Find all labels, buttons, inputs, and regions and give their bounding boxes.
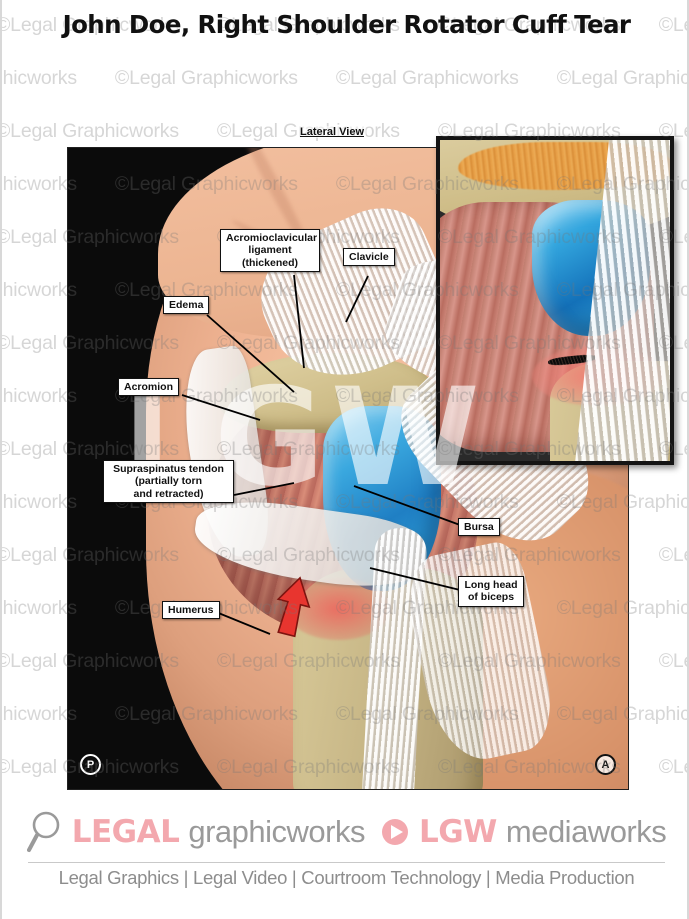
callout-line: Acromioclavicular [226,232,318,244]
callout-bursa: Bursa [458,518,500,537]
callout-line: Humerus [168,604,214,616]
watermark-text: ©Legal Graphicworks [556,67,687,89]
callout-acromioclavicular-ligament: Acromioclavicular ligament (thickened) [220,229,320,273]
orientation-label-a: A [601,758,610,771]
callout-line: Supraspinatus tendon [113,463,224,475]
watermark-text: ©Legal Graphicworks [658,650,687,672]
orientation-label-p: P [86,758,95,771]
callout-line: Bursa [464,521,494,533]
brand-mediaworks-word: mediaworks [505,814,667,849]
watermark-text: ©Legal Graphicworks [114,67,298,89]
watermark-text: ©Legal Graphicworks [658,756,687,778]
footer-tagline: Legal Graphics | Legal Video | Courtroom… [58,867,635,888]
footer: LEGAL graphicworks LGW mediaworks Legal … [2,799,687,919]
watermark-text: ©Legal Graphicworks [2,491,77,513]
play-button-icon [381,819,408,845]
callout-acromion: Acromion [118,378,180,397]
callout-line: Acromion [124,381,174,393]
brand-graphicworks-word: graphicworks [188,814,365,849]
brand-logo-row: LEGAL graphicworks LGW mediaworks [2,803,687,861]
callout-humerus: Humerus [162,601,220,620]
callout-line: Clavicle [349,251,389,263]
orientation-marker-anterior: A [595,754,616,775]
watermark-text: ©Legal Graphicworks [2,703,77,725]
watermark-text: ©Legal Graphicworks [2,173,77,195]
watermark-row: ©Legal Graphicworks ©Legal Graphicworks ©L… [2,67,687,90]
watermark-text: ©Legal Graphicworks [658,544,687,566]
callout-line: (partially torn [134,475,203,488]
callout-edema: Edema [163,296,210,315]
watermark-text: ©Legal Graphicworks [335,67,519,89]
watermark-text: ©Legal Graphicworks [2,597,77,619]
callout-line: and retracted) [133,487,204,500]
callout-line: Edema [169,299,204,311]
orientation-marker-posterior: P [80,754,101,775]
callout-clavicle: Clavicle [343,248,395,267]
watermark-text: ©Legal Graphicworks [2,385,77,407]
view-caption: Lateral View [298,126,366,138]
callout-line: of biceps [467,591,515,604]
brand-lgw-word: LGW [418,814,497,850]
tear-arrow-icon [276,576,311,638]
watermark-text: ©Legal Graphicworks [2,279,77,301]
callout-supraspinatus-tendon: Supraspinatus tendon (partially torn and… [103,460,234,504]
callout-long-head-of-biceps: Long head of biceps [458,576,524,607]
inset-magnified-view [436,136,674,465]
footer-divider [28,862,665,863]
page-title: John Doe, Right Shoulder Rotator Cuff Te… [62,10,631,39]
watermark-text: ©Legal Graphicworks [2,120,179,142]
magnifier-icon [26,811,60,852]
callout-line: Long head [464,579,518,591]
brand-legal-word: LEGAL [71,814,180,850]
callout-line: (thickened) [241,256,298,269]
watermark-text: ©Legal Graphicworks [2,67,77,89]
callout-line: ligament [248,244,292,257]
